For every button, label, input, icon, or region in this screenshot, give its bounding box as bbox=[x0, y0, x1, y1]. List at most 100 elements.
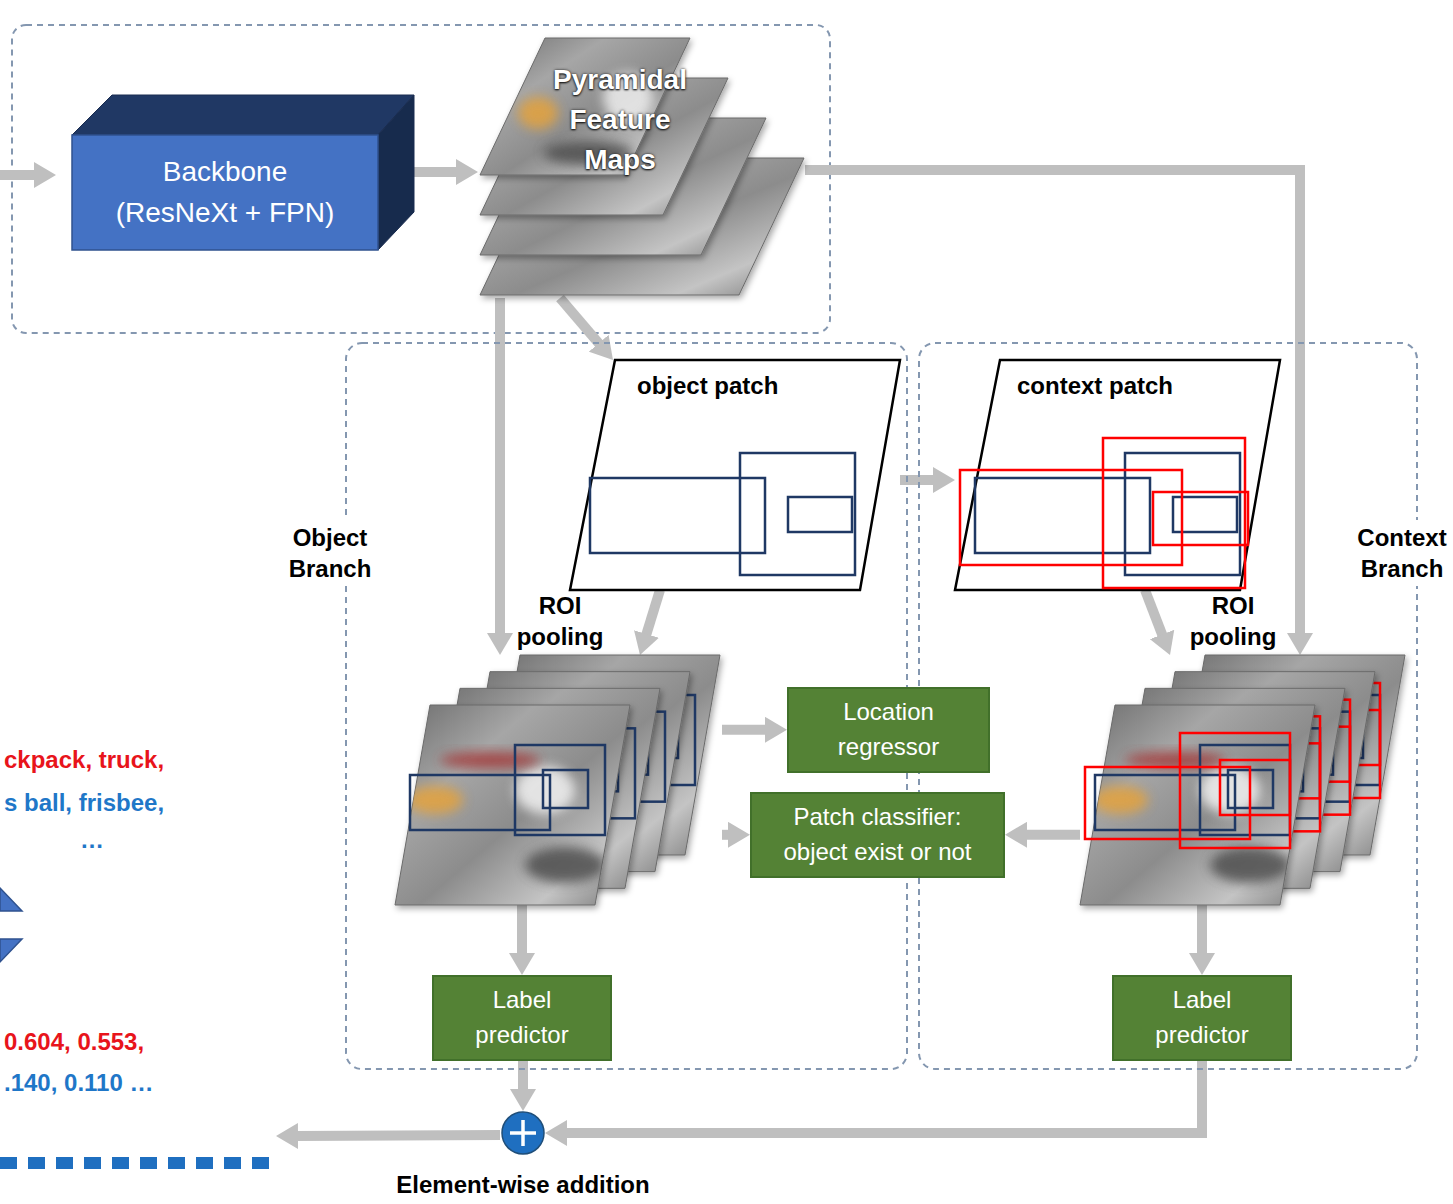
context-box bbox=[1180, 733, 1290, 848]
node-text: Element-wise addition bbox=[396, 1169, 649, 1200]
arrow-connector bbox=[1197, 905, 1207, 954]
object-box bbox=[1173, 497, 1237, 532]
image-blur bbox=[407, 752, 605, 883]
image-blur bbox=[1125, 752, 1225, 768]
arrow-connector bbox=[1145, 590, 1162, 635]
addition-node-shape bbox=[501, 1111, 545, 1155]
object-box bbox=[1155, 742, 1295, 797]
feature-sheet bbox=[1080, 705, 1315, 905]
context-box bbox=[1220, 760, 1290, 815]
object-box bbox=[740, 453, 855, 575]
feature-sheet bbox=[485, 655, 720, 855]
image-blur bbox=[515, 766, 575, 814]
feature-sheet bbox=[1110, 688, 1345, 888]
node-text: Location regressor bbox=[814, 695, 964, 765]
regressor-box: Location regressor bbox=[787, 687, 990, 773]
object-box bbox=[1185, 725, 1325, 780]
arrow-connector bbox=[518, 1061, 528, 1090]
object-box bbox=[1125, 758, 1265, 813]
context-box bbox=[1153, 492, 1248, 545]
output-text: … bbox=[80, 826, 104, 855]
image-blur bbox=[1210, 847, 1290, 883]
context-box bbox=[1115, 750, 1280, 822]
context-box bbox=[1175, 717, 1340, 789]
object-box bbox=[1125, 453, 1240, 575]
image-blur bbox=[1092, 786, 1148, 814]
feature-sheet bbox=[480, 118, 766, 255]
context-box bbox=[1250, 743, 1320, 798]
classifier-box: Patch classifier: object exist or not bbox=[750, 792, 1005, 878]
patch-outline bbox=[955, 360, 1280, 590]
object-box bbox=[500, 725, 640, 780]
node-text: Backbone (ResNeXt + FPN) bbox=[105, 152, 345, 232]
object-box bbox=[1230, 728, 1320, 818]
box-top-face bbox=[72, 95, 414, 135]
roi-feature-stack: ROI pooling bbox=[1080, 655, 1407, 905]
context-branch-region-shape bbox=[918, 342, 1418, 1070]
context-box bbox=[1085, 767, 1250, 839]
feature-sheet bbox=[480, 158, 804, 295]
node-text: object patch bbox=[637, 370, 778, 401]
image-blur bbox=[440, 752, 540, 768]
plus-symbol bbox=[521, 1120, 525, 1146]
patch-outline bbox=[570, 360, 900, 590]
object-box bbox=[633, 720, 678, 758]
object-box bbox=[1290, 695, 1380, 785]
image-blur bbox=[518, 97, 558, 129]
context-box bbox=[1145, 734, 1310, 806]
roi-feature-stack-shape bbox=[1080, 655, 1407, 905]
node-text: ROI pooling bbox=[510, 590, 610, 652]
object-box bbox=[590, 478, 765, 553]
arrow-connector bbox=[495, 298, 505, 634]
object-box bbox=[1258, 753, 1303, 791]
object-box bbox=[543, 770, 588, 808]
object-patch: object patch bbox=[570, 360, 900, 590]
object-box bbox=[1288, 737, 1333, 775]
arrow-connector bbox=[722, 725, 766, 735]
object-box bbox=[1318, 720, 1363, 758]
object-box bbox=[575, 712, 665, 802]
context-branch-region: context patchROI poolingLabel predictorC… bbox=[918, 342, 1418, 1070]
roi-feature-stack-shape bbox=[395, 655, 722, 905]
box-front-face bbox=[72, 135, 378, 250]
image-blur bbox=[1200, 766, 1260, 814]
node-text: Patch classifier: object exist or not bbox=[765, 800, 990, 870]
object-box bbox=[975, 478, 1150, 553]
object-box bbox=[605, 695, 695, 785]
object-box bbox=[545, 728, 635, 818]
object-box bbox=[1200, 745, 1290, 835]
arrow-connector bbox=[566, 1061, 1202, 1133]
output-text: ckpack, truck, bbox=[4, 746, 164, 775]
feature-sheet bbox=[1140, 672, 1375, 872]
arrow-connector bbox=[560, 298, 599, 344]
node-text: ROI pooling bbox=[1183, 590, 1283, 652]
object-box bbox=[1095, 775, 1235, 830]
dotted-divider bbox=[0, 1157, 272, 1169]
context-patch: context patch bbox=[955, 360, 1280, 590]
feature-sheet bbox=[425, 688, 660, 888]
label-predictor: Label predictor bbox=[432, 975, 612, 1061]
object-box bbox=[603, 737, 648, 775]
addition-node: Element-wise addition bbox=[501, 1111, 545, 1155]
context-box bbox=[1240, 700, 1350, 815]
arrow-connector bbox=[414, 167, 457, 177]
node-text: context patch bbox=[1017, 370, 1173, 401]
object-box bbox=[410, 775, 550, 830]
image-blur bbox=[407, 786, 463, 814]
object-box bbox=[1260, 712, 1350, 802]
feature-map-stack: Pyramidal Feature Maps bbox=[478, 38, 805, 298]
arrow-symbol bbox=[0, 888, 22, 911]
node-text: Context Branch bbox=[1354, 520, 1450, 586]
arrow-symbol bbox=[0, 939, 22, 962]
context-box bbox=[1270, 683, 1380, 798]
output-arrow bbox=[297, 1135, 500, 1136]
box-side-face bbox=[378, 95, 414, 250]
object-box bbox=[1228, 770, 1273, 808]
object-box bbox=[515, 745, 605, 835]
output-text: .140, 0.110 … bbox=[4, 1069, 153, 1098]
context-box bbox=[1280, 727, 1350, 782]
addition-circle bbox=[502, 1112, 544, 1154]
arrow-connector bbox=[517, 905, 527, 954]
